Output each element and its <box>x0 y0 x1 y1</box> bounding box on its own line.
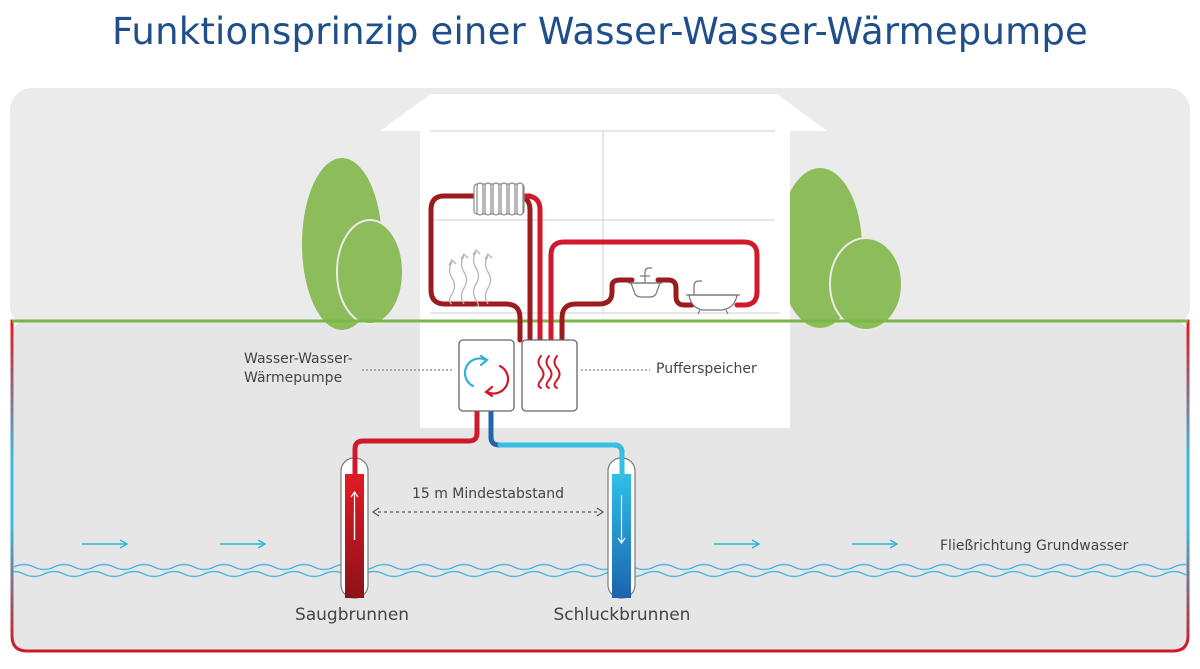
flow-arrow <box>852 539 899 549</box>
distance-label: 15 m Mindestabstand <box>412 486 564 502</box>
page-title: Funktionsprinzip einer Wasser-Wasser-Wär… <box>111 10 1089 53</box>
groundwater-waves <box>13 563 1187 578</box>
floor-heating-icon <box>448 248 493 308</box>
ground-frame <box>10 319 1190 653</box>
radiator-icon <box>473 182 525 216</box>
buffer-label: Pufferspeicher <box>656 361 757 377</box>
flow-arrow <box>220 539 267 549</box>
flow-arrows <box>82 539 899 549</box>
heat-pump-label-line2: Wärmepumpe <box>244 370 342 386</box>
return-well-label: Schluckbrunnen <box>554 605 691 625</box>
heat-pump-unit <box>458 339 515 412</box>
house <box>380 94 827 428</box>
well-pipes <box>352 408 625 481</box>
flow-arrow <box>82 539 129 549</box>
heat-waves-icon <box>537 355 561 389</box>
trees-right <box>778 168 903 331</box>
buffer-storage-unit <box>521 339 578 412</box>
suction-well <box>340 457 369 599</box>
heat-pump-label-line1: Wasser-Wasser- <box>244 351 353 367</box>
cycle-arrows-icon <box>463 354 510 398</box>
trees-left <box>302 158 404 330</box>
flow-arrow <box>714 539 761 549</box>
house-roof <box>380 94 827 131</box>
ground-background <box>12 321 1188 651</box>
distance-indicator <box>371 507 605 517</box>
tree-small-left <box>336 219 404 325</box>
flow-direction-label: Fließrichtung Grundwasser <box>940 538 1129 554</box>
sink-icon <box>628 267 662 298</box>
heating-circuit-flow <box>517 193 543 343</box>
hot-water-circuit <box>548 239 760 343</box>
suction-well-label: Saugbrunnen <box>295 605 409 625</box>
bathtub-icon <box>686 280 740 315</box>
return-well <box>607 457 636 599</box>
tree-small-right <box>829 237 903 331</box>
